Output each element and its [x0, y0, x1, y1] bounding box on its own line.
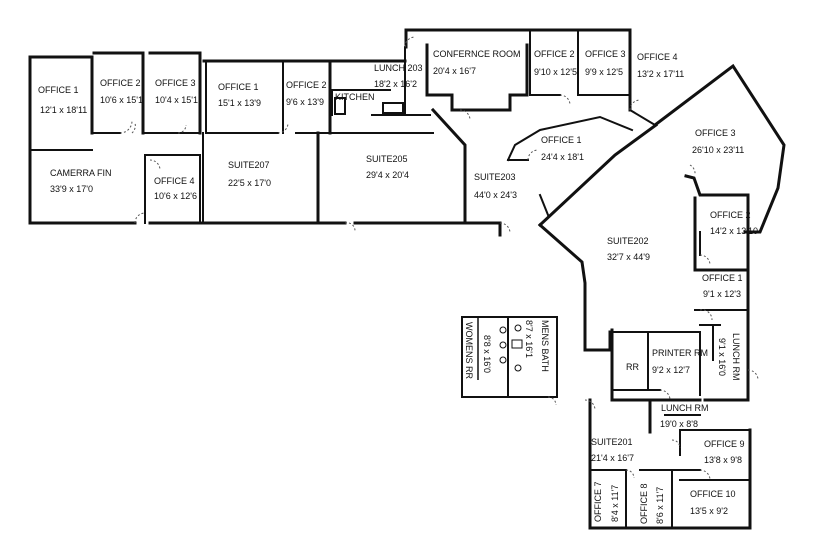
office4-top-name: OFFICE 4: [637, 52, 678, 62]
suite207-name: SUITE207: [228, 160, 270, 170]
suite205-name: SUITE205: [366, 154, 408, 164]
lunch-rm-vert-dims: 9'1 x 16'0: [717, 338, 727, 376]
office10-name: OFFICE 10: [690, 489, 736, 499]
suite202-dims: 32'7 x 44'9: [607, 252, 650, 262]
suite203-dims: 44'0 x 24'3: [474, 190, 517, 200]
office1-left-name: OFFICE 1: [38, 85, 79, 95]
office3-left-name: OFFICE 3: [155, 78, 196, 88]
lunch-rm-name: LUNCH RM: [661, 403, 709, 413]
camera-fin-dims: 33'9 x 17'0: [50, 184, 93, 194]
office2-top-dims: 9'10 x 12'5: [534, 67, 577, 77]
suite201-dims: 21'4 x 16'7: [591, 453, 634, 463]
kitchen-name: KITCHEN: [335, 92, 375, 102]
lunch-rm-vert-name: LUNCH RM: [731, 333, 741, 381]
office3-left-dims: 10'4 x 15'1: [155, 95, 198, 105]
camera-fin-name: CAMERRA FIN: [50, 168, 112, 178]
office2-top-name: OFFICE 2: [534, 49, 575, 59]
interior-walls: [29, 29, 751, 529]
suite202-name: SUITE202: [607, 236, 649, 246]
office7-name: OFFICE 7: [593, 481, 603, 522]
exterior-walls: [28, 28, 786, 530]
lunch203-dims: 18'2 x 16'2: [374, 79, 417, 89]
office1-left-dims: 12'1 x 18'11: [40, 105, 87, 115]
mens-bath-dims: 8'7 x 16'1: [524, 320, 534, 358]
printer-rm-name: PRINTER RM: [652, 348, 708, 358]
office2-202-dims: 14'2 x 13'10: [710, 226, 758, 236]
suite203-name: SUITE203: [474, 172, 516, 182]
suite201-name: SUITE201: [591, 437, 633, 447]
office1-suite207-name: OFFICE 1: [218, 82, 259, 92]
suite205-dims: 29'4 x 20'4: [366, 170, 409, 180]
office2-suite207-name: OFFICE 2: [286, 80, 327, 90]
office1-202-dims: 24'4 x 18'1: [541, 152, 584, 162]
office1-right-name: OFFICE 1: [702, 273, 743, 283]
office8-name: OFFICE 8: [639, 483, 649, 524]
office9-name: OFFICE 9: [704, 439, 745, 449]
office8-dims: 8'6 x 11'7: [655, 487, 665, 524]
office1-right-dims: 9'1 x 12'3: [703, 289, 741, 299]
office4-left-name: OFFICE 4: [154, 176, 195, 186]
office3-202-dims: 26'10 x 23'11: [692, 145, 744, 155]
office2-left-name: OFFICE 2: [100, 78, 141, 88]
office2-202-name: OFFICE 2: [710, 210, 751, 220]
office1-suite207-dims: 15'1 x 13'9: [218, 98, 261, 108]
office3-top-name: OFFICE 3: [585, 49, 626, 59]
womens-rr-dims: 8'8 x 16'0: [482, 335, 492, 373]
office3-top-dims: 9'9 x 12'5: [585, 67, 623, 77]
office1-202-name: OFFICE 1: [541, 135, 582, 145]
womens-rr-name: WOMENS RR: [464, 322, 474, 379]
room-labels: OFFICE 1 12'1 x 18'11 OFFICE 2 10'6 x 15…: [38, 49, 758, 524]
office2-left-dims: 10'6 x 15'1: [100, 95, 143, 105]
office4-left-dims: 10'6 x 12'6: [154, 191, 197, 201]
office7-dims: 8'4 x 11'7: [610, 485, 620, 522]
lunch203-name: LUNCH 203: [374, 63, 423, 73]
restroom-block: [461, 316, 558, 398]
suite207-dims: 22'5 x 17'0: [228, 178, 271, 188]
printer-rm-dims: 9'2 x 12'7: [652, 365, 690, 375]
office2-suite207-dims: 9'6 x 13'9: [286, 97, 324, 107]
office10-dims: 13'5 x 9'2: [690, 506, 728, 516]
door-swings: [119, 36, 759, 481]
conference-dims: 20'4 x 16'7: [433, 66, 476, 76]
mens-bath-name: MENS BATH: [540, 320, 550, 372]
rr-name: RR: [626, 362, 639, 372]
office3-202-name: OFFICE 3: [695, 128, 736, 138]
conference-name: CONFERNCE ROOM: [433, 49, 521, 59]
office9-dims: 13'8 x 9'8: [704, 455, 742, 465]
lunch-rm-dims: 19'0 x 8'8: [660, 419, 698, 429]
office4-top-dims: 13'2 x 17'11: [637, 69, 684, 79]
